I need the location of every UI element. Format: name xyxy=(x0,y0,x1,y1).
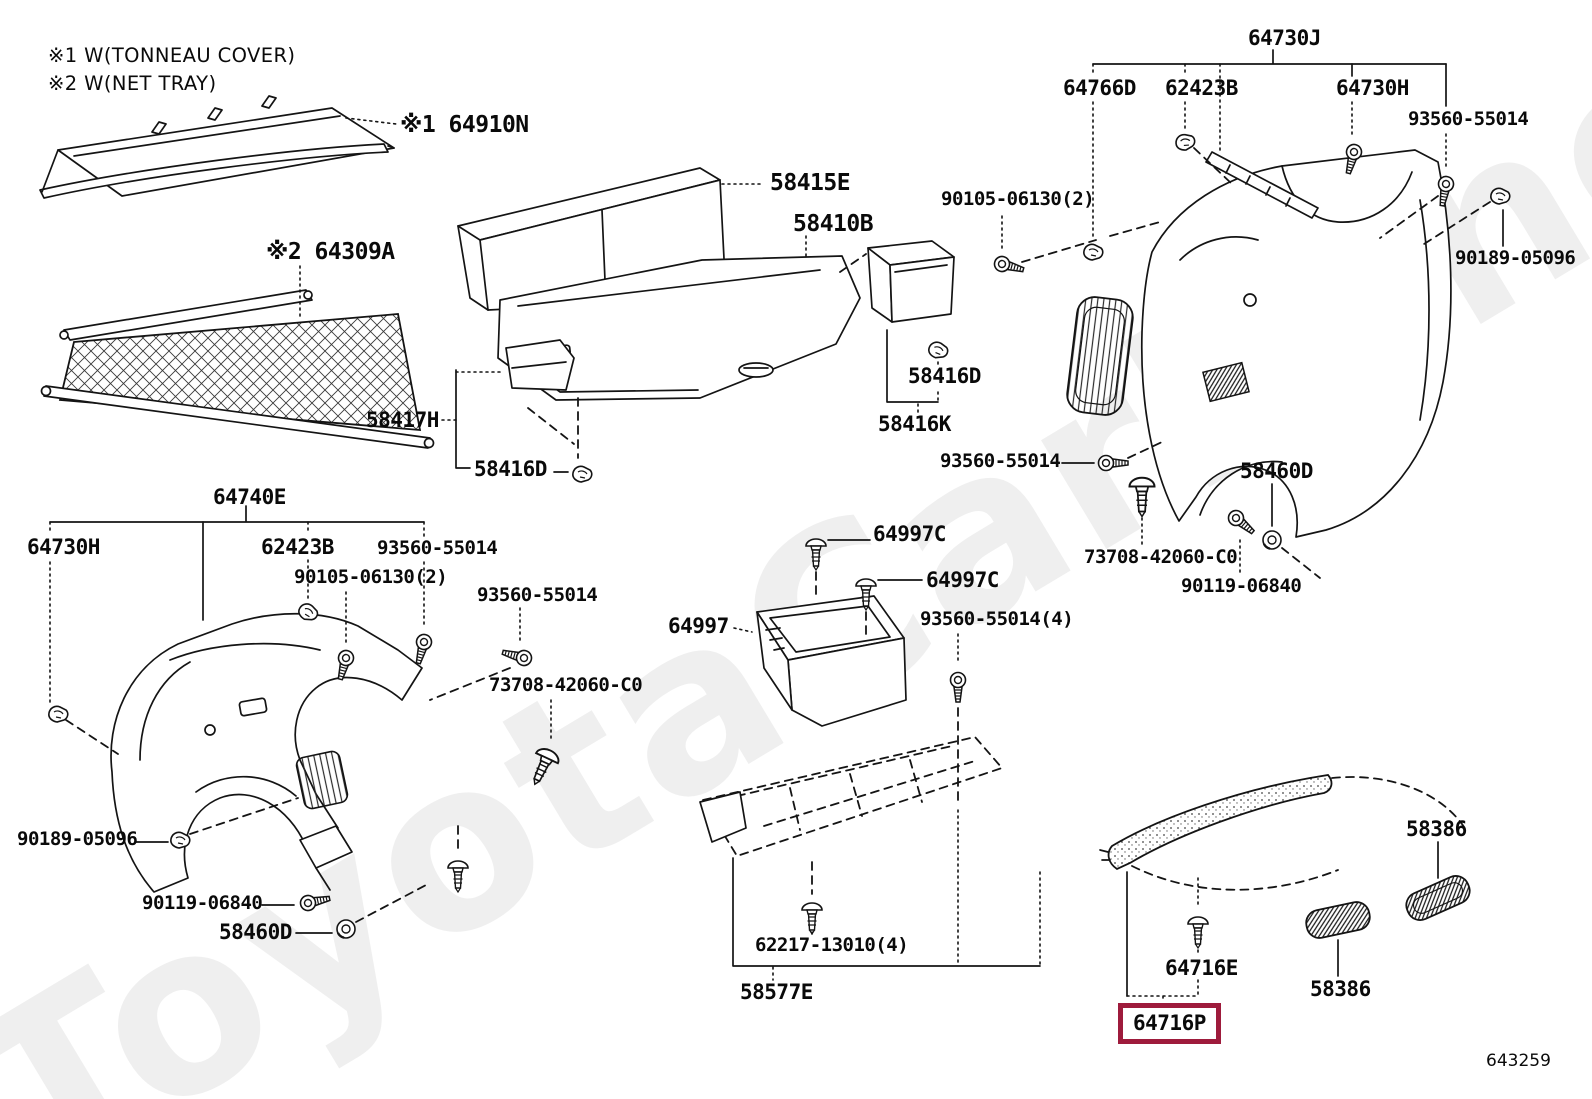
part-label-9011906840[interactable]: 90119-06840 xyxy=(1181,575,1302,597)
part-label-64730h[interactable]: 64730H xyxy=(27,535,100,559)
part-label-643259: 643259 xyxy=(1486,1051,1551,1071)
part-label-64730j[interactable]: 64730J xyxy=(1248,26,1321,50)
part-label-9356055014[interactable]: 93560-55014 xyxy=(940,450,1061,472)
part-label-164910n[interactable]: ※1 64910N xyxy=(400,112,529,138)
part-label-93560550144[interactable]: 93560-55014(4) xyxy=(920,608,1074,630)
tonneau-cover-art xyxy=(39,95,397,199)
part-label-90105061302[interactable]: 90105-06130(2) xyxy=(294,566,448,588)
part-label-58416d[interactable]: 58416D xyxy=(908,364,981,388)
storage-box-art xyxy=(733,538,967,801)
side-tray-art xyxy=(839,240,955,415)
part-label-58410b[interactable]: 58410B xyxy=(793,211,874,237)
part-label-58416k[interactable]: 58416K xyxy=(878,412,951,436)
part-label-58577e[interactable]: 58577E xyxy=(740,980,813,1004)
legend-note-1: ※1 W(TONNEAU COVER) xyxy=(48,44,296,67)
part-label-7370842060c0[interactable]: 73708-42060-C0 xyxy=(489,674,643,696)
part-label-9356055014[interactable]: 93560-55014 xyxy=(377,537,498,559)
part-label-9018905096[interactable]: 90189-05096 xyxy=(1455,247,1576,269)
part-label-62217130104[interactable]: 62217-13010(4) xyxy=(755,934,909,956)
part-label-58415e[interactable]: 58415E xyxy=(770,170,851,196)
part-label-9011906840[interactable]: 90119-06840 xyxy=(142,892,263,914)
part-label-64997[interactable]: 64997 xyxy=(668,614,729,638)
part-label-64997c[interactable]: 64997C xyxy=(926,568,999,592)
part-label-9356055014[interactable]: 93560-55014 xyxy=(1408,108,1529,130)
part-label-64740e[interactable]: 64740E xyxy=(213,485,286,509)
right-quarter-trim-art xyxy=(992,49,1511,579)
part-label-64716e[interactable]: 64716E xyxy=(1165,956,1238,980)
part-label-64766d[interactable]: 64766D xyxy=(1063,76,1136,100)
part-label-264309a[interactable]: ※2 64309A xyxy=(266,239,395,265)
net-tray-art xyxy=(40,265,435,449)
part-label-62423b[interactable]: 62423B xyxy=(261,535,334,559)
part-label-7370842060c0[interactable]: 73708-42060-C0 xyxy=(1084,546,1238,568)
under-tray-art xyxy=(699,736,1041,981)
part-label-62423b[interactable]: 62423B xyxy=(1165,76,1238,100)
part-label-64730h[interactable]: 64730H xyxy=(1336,76,1409,100)
part-label-58460d[interactable]: 58460D xyxy=(219,920,292,944)
part-label-9356055014[interactable]: 93560-55014 xyxy=(477,584,598,606)
part-label-58417h[interactable]: 58417H xyxy=(366,408,439,432)
part-label-58416d[interactable]: 58416D xyxy=(474,457,547,481)
part-label-58460d[interactable]: 58460D xyxy=(1240,459,1313,483)
legend-note-2: ※2 W(NET TRAY) xyxy=(48,72,217,95)
scuff-plate-art xyxy=(1099,774,1471,1003)
part-label-58386[interactable]: 58386 xyxy=(1310,977,1371,1001)
part-label-90105061302[interactable]: 90105-06130(2) xyxy=(941,188,1095,210)
part-label-64716p[interactable]: 64716P xyxy=(1118,1003,1221,1044)
part-label-64997c[interactable]: 64997C xyxy=(873,522,946,546)
legend-notes: ※1 W(TONNEAU COVER) ※2 W(NET TRAY) xyxy=(48,42,295,98)
deck-bracket-art xyxy=(441,339,593,483)
part-label-58386[interactable]: 58386 xyxy=(1406,817,1467,841)
part-label-9018905096[interactable]: 90189-05096 xyxy=(17,828,138,850)
left-quarter-trim-art xyxy=(48,505,563,940)
